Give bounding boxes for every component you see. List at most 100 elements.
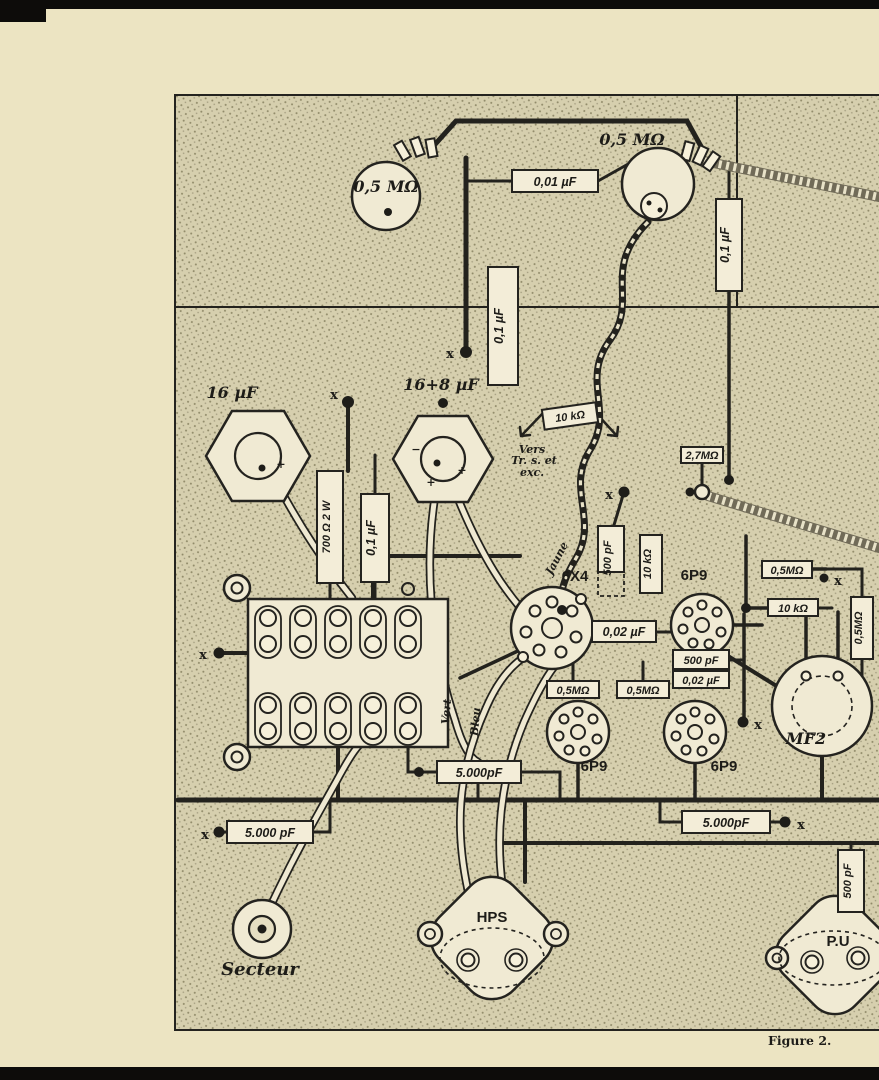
- cap-01uf-right-box: 0,1 µF: [715, 198, 743, 292]
- cap-002uf-r-box: 0,02 µF: [672, 670, 730, 689]
- pu-socket-hole: [850, 950, 866, 966]
- res-10k-top-box: 10 kΩ: [540, 401, 600, 431]
- twisted-pair-weave: [559, 220, 650, 609]
- terminal-x-marks: x x x x x x x x: [199, 347, 842, 843]
- wire: [458, 648, 522, 680]
- res-05m-r1-label: 0,5MΩ: [770, 565, 803, 577]
- cap-01uf-left-box: 0,1 µF: [360, 493, 390, 583]
- hps-socket-hole: [508, 952, 524, 968]
- cap-001uf-label: 0,01 µF: [534, 175, 577, 189]
- wire: [519, 770, 562, 802]
- cap-5000pf-l-label: 5.000 pF: [245, 826, 295, 840]
- res-10k-r-box: 10 kΩ: [767, 598, 819, 617]
- socket-keyway: [687, 724, 703, 740]
- vers-note-line1: Vers: [519, 443, 546, 456]
- sleeved-wire-core: [269, 739, 365, 906]
- terminal-rivets: [259, 609, 417, 740]
- hps-socket-hole: [460, 952, 476, 968]
- wire: [810, 567, 864, 599]
- transformer-terminal-block: [246, 597, 450, 749]
- tube-6p9-top-label: 6P9: [681, 567, 708, 584]
- grommet-ring: [401, 582, 415, 596]
- terminal-x: x: [330, 388, 338, 403]
- wire-color-vert: Vert: [439, 698, 454, 724]
- cap-500pf-v-label: 500 pF: [602, 540, 614, 575]
- res-700-box: 700 Ω 2 W: [316, 470, 344, 584]
- socket-lug: [517, 651, 529, 663]
- cap-002uf-mid-box: 0,02 µF: [591, 620, 657, 643]
- mf2-pin: [800, 670, 812, 682]
- potentiometer-right: 0,5 MΩ: [599, 130, 722, 222]
- socket-lug: [575, 593, 587, 605]
- vers-note-line3: exc.: [520, 466, 544, 479]
- pu-socket-hole: [804, 954, 820, 970]
- mf2-inner-dashed: [791, 675, 853, 737]
- cap-terminal: [433, 459, 441, 467]
- pu-label: P.U: [826, 933, 849, 950]
- res-700-label: 700 Ω 2 W: [321, 499, 333, 553]
- cap-16-8uf-label: 16+8 µF: [403, 375, 480, 394]
- screw-ring: [222, 742, 252, 772]
- res-05m-vr-box: 0,5MΩ: [850, 596, 874, 660]
- res-10k-v-box: 10 kΩ: [639, 534, 663, 594]
- cap-5000pf-c-box: 5.000pF: [436, 760, 522, 784]
- wire: [658, 798, 684, 824]
- cap-001uf-box: 0,01 µF: [511, 169, 599, 193]
- screw-center: [230, 581, 244, 595]
- cap-plus-mark: +: [276, 458, 285, 471]
- res-05m-r1-box: 0,5MΩ: [761, 560, 813, 579]
- cap-01uf-mid-label: 0,1 µF: [492, 308, 506, 344]
- scan-bar-top: [0, 0, 879, 9]
- electrolytic-16-8uf: − + + 16+8 µF: [391, 375, 495, 504]
- pot-shaft: [640, 192, 668, 220]
- electrolytic-16uf: + 16 µF: [204, 383, 312, 503]
- wire: [311, 798, 332, 834]
- pot-right-label: 0,5 MΩ: [599, 130, 665, 149]
- cap-16uf-label: 16 µF: [207, 383, 260, 402]
- pu-connector: P.U: [764, 894, 879, 1016]
- hps-screw: [416, 920, 444, 948]
- res-10k-top-label: 10 kΩ: [554, 409, 586, 425]
- pot-tab: [424, 137, 439, 159]
- junction-dots: [213, 346, 829, 838]
- cap-500pf-mid-label: 500 pF: [684, 655, 719, 667]
- pot-tab: [691, 143, 710, 167]
- mf2-pin: [832, 670, 844, 682]
- hps-screw: [542, 920, 570, 948]
- braided-wire: [699, 156, 879, 202]
- terminal-x: x: [201, 828, 209, 843]
- pot-hole: [657, 207, 663, 213]
- terminal-x: x: [797, 818, 805, 833]
- cap-5000pf-r-label: 5.000pF: [703, 816, 750, 830]
- cap-inner-ring: [419, 435, 467, 483]
- cap-500pf-br-box: 500 pF: [837, 849, 865, 913]
- pot-shaft-dot: [384, 208, 392, 216]
- hps-screw-center: [424, 928, 436, 940]
- mf2-body: [770, 654, 874, 758]
- tube-6p9-bl-label: 6P9: [581, 758, 608, 775]
- terminal-block-body: [246, 597, 450, 749]
- tube-6x4-label: 6X4: [562, 568, 589, 585]
- terminal-x: x: [834, 574, 842, 589]
- pot-hole: [646, 200, 652, 206]
- res-05m-b1-label: 0,5MΩ: [556, 685, 589, 697]
- cap-002uf-mid-label: 0,02 µF: [603, 625, 646, 639]
- mf2-label: MF2: [785, 729, 826, 748]
- insulator-ring: [693, 483, 711, 501]
- tube-socket-6p9-bottom-right: 6P9: [662, 699, 737, 775]
- tube-socket-6p9-bottom-left: 6P9: [545, 699, 611, 775]
- cap-01uf-left-label: 0,1 µF: [364, 520, 378, 556]
- wire: [612, 490, 626, 527]
- braided-wire: [703, 491, 879, 553]
- pu-socket-ring: [800, 950, 824, 974]
- res-10k-r-label: 10 kΩ: [778, 603, 808, 615]
- res-05m-b1-box: 0,5MΩ: [546, 680, 600, 699]
- pu-socket-ring: [846, 946, 870, 970]
- pu-dashed-outline: [778, 930, 879, 986]
- terminal-x: x: [446, 347, 454, 362]
- twisted-pair: [557, 218, 652, 612]
- pu-plate: [774, 894, 879, 1016]
- res-05m-b2-box: 0,5MΩ: [616, 680, 670, 699]
- vers-note-line2: Tr. s. et: [511, 454, 557, 467]
- res-27m-box: 2,7MΩ: [680, 446, 724, 464]
